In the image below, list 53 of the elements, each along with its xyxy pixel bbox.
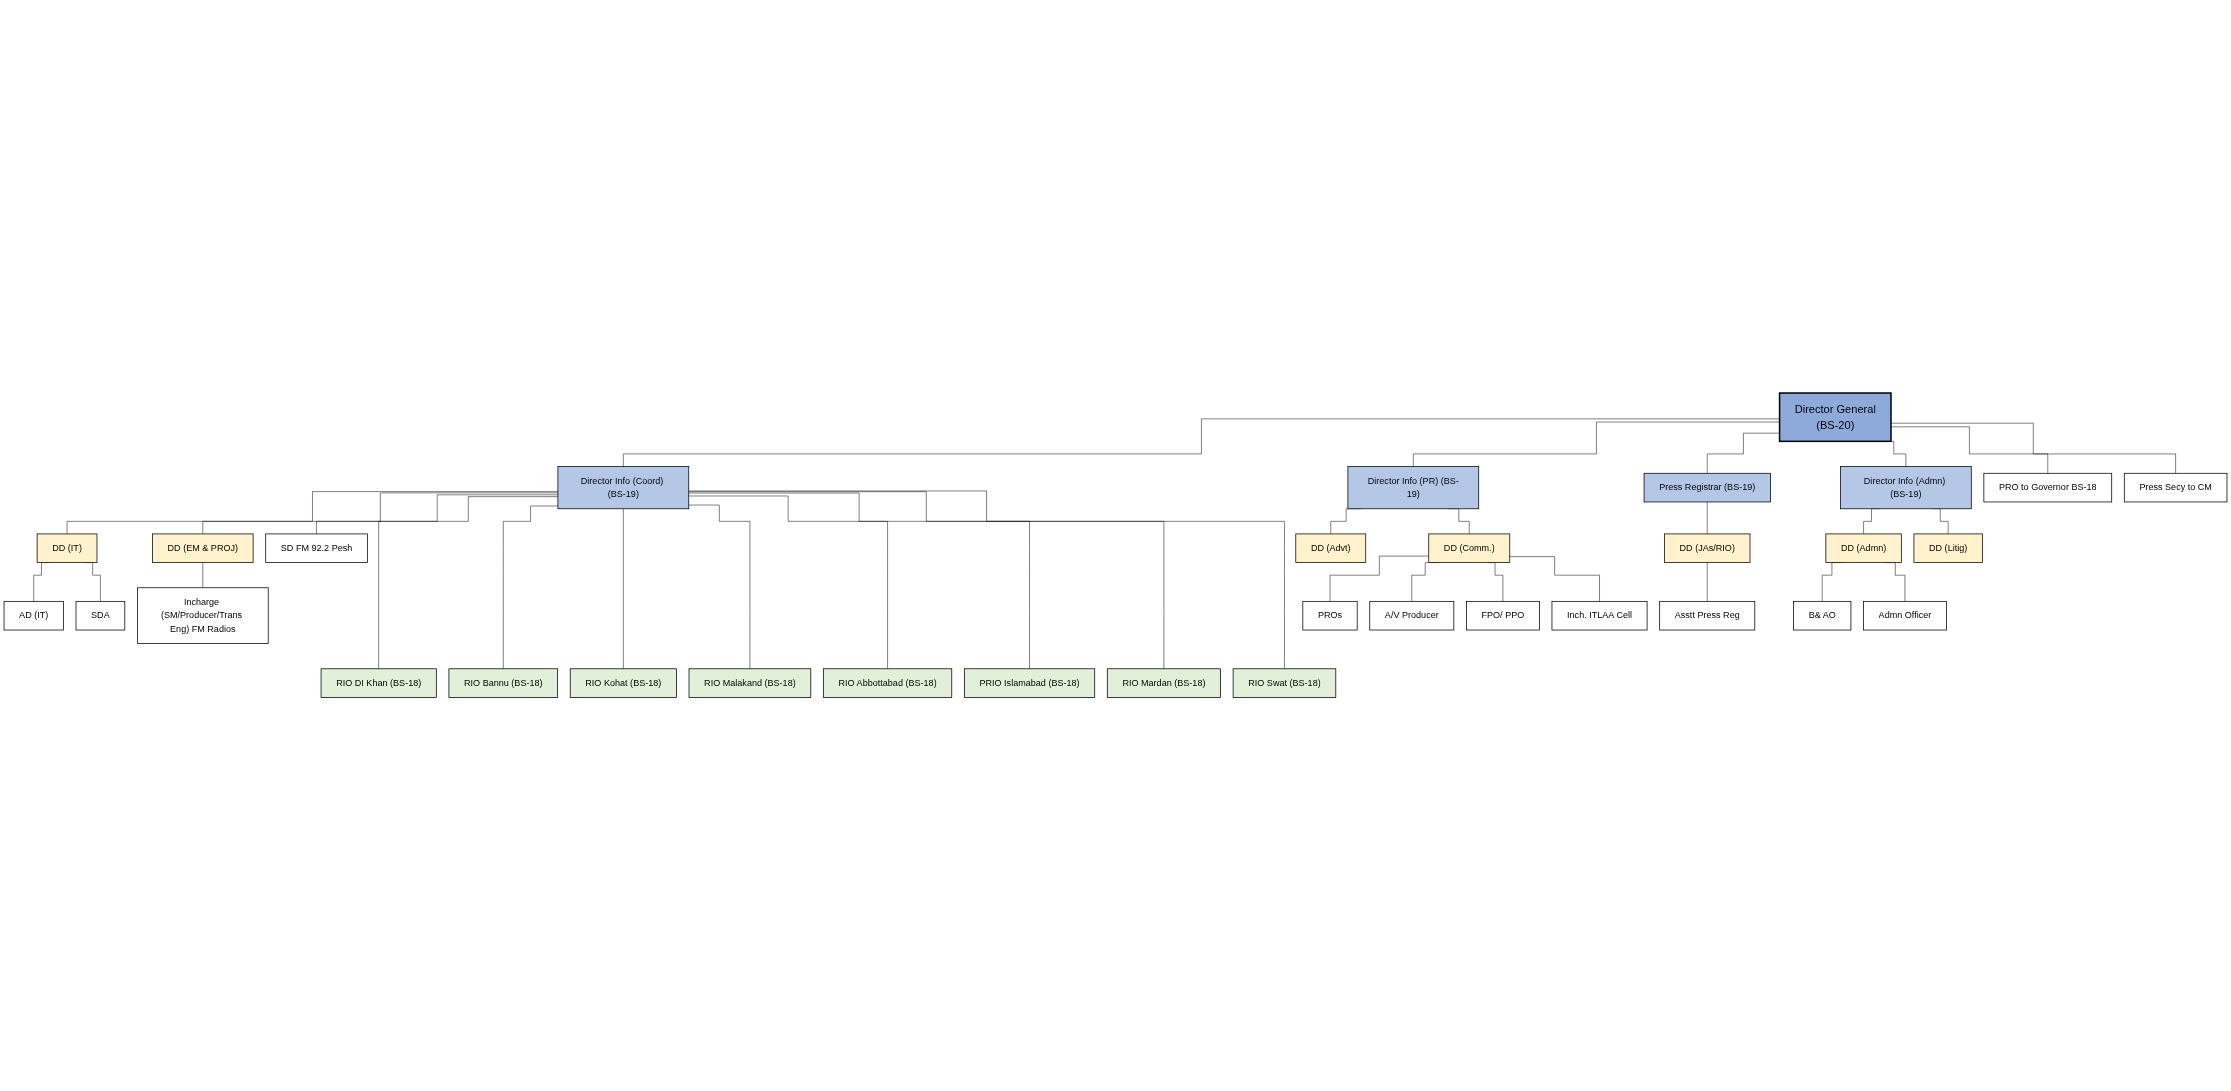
node-box: Incharge (SM/Producer/Trans Eng) FM Radios (137, 587, 269, 645)
node-box: DD (Litig) (1913, 533, 1983, 564)
connector (66, 491, 559, 535)
node-box: PRO to Governor BS-18 (1983, 473, 2113, 503)
node-box: PRIO Islamabad (BS-18) (963, 668, 1096, 699)
connector (688, 490, 1285, 670)
node-box: Press Secy to CM (2123, 473, 2228, 503)
node-box: B& AO (1793, 601, 1852, 631)
node-box: RIO Mardan (BS-18) (1106, 668, 1221, 699)
connector (1890, 423, 2176, 474)
connector (1413, 422, 1780, 467)
node-box: FPO/ PPO (1466, 601, 1540, 631)
connector (688, 491, 1165, 670)
node-box: Director Info (PR) (BS-19) (1347, 466, 1480, 510)
node-box: RIO DI Khan (BS-18) (320, 668, 437, 699)
node-box: RIO Malakand (BS-18) (688, 668, 812, 699)
connector (1707, 562, 1708, 602)
connector (623, 418, 1780, 467)
node-box: Director Info (Coord) (BS-19) (557, 466, 690, 510)
connector (378, 496, 559, 670)
node-box: SD FM 92.2 Pesh (265, 533, 368, 564)
node-box: RIO Bannu (BS-18) (448, 668, 558, 699)
connector (688, 495, 888, 670)
node-box: Director General (BS-20) (1778, 392, 1892, 443)
node-box: SDA (75, 601, 126, 631)
node-box: DD (Comm.) (1428, 533, 1511, 564)
node-box: Press Registrar (BS-19) (1643, 473, 1771, 503)
node-box: Asstt Press Reg (1659, 601, 1756, 631)
connector (202, 562, 204, 589)
connector (1707, 433, 1780, 474)
node-box: AD (IT) (3, 601, 64, 631)
node-box: DD (Admn) (1825, 533, 1902, 564)
node-box: PROs (1302, 601, 1358, 631)
connector (503, 506, 559, 670)
connector (316, 494, 559, 535)
node-box: RIO Swat (BS-18) (1232, 668, 1337, 699)
node-box: DD (JAs/RIO) (1664, 533, 1751, 564)
connector (202, 492, 559, 535)
node-box: DD (Advt) (1295, 533, 1367, 564)
connector (688, 493, 1030, 670)
connector (623, 508, 624, 670)
node-box: Admn Officer (1863, 601, 1947, 631)
connector (1329, 556, 1429, 602)
node-box: RIO Kohat (BS-18) (569, 668, 677, 699)
node-box: A/V Producer (1369, 601, 1455, 631)
connector (1890, 426, 2049, 474)
node-box: Director Info (Admn) (BS-19) (1840, 466, 1972, 510)
node-box: DD (IT) (36, 533, 98, 564)
node-box: Inch. ITLAA Cell (1551, 601, 1648, 631)
node-box: RIO Abbottabad (BS-18) (823, 668, 953, 699)
node-box: DD (EM & PROJ) (152, 533, 254, 564)
connector (1509, 556, 1600, 602)
connector (688, 505, 751, 670)
